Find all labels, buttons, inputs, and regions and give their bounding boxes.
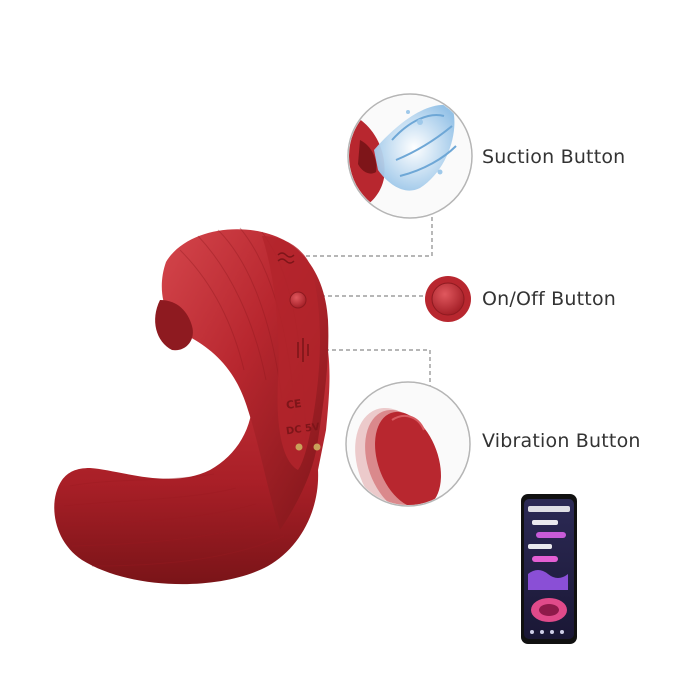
onoff-detail-button: [425, 276, 471, 322]
vibration-leader-line: [318, 349, 431, 386]
suction-leader-line: [292, 216, 433, 257]
ce-marking: CE: [285, 396, 303, 413]
onoff-button-label: On/Off Button: [482, 288, 617, 310]
suction-icon: [277, 252, 295, 264]
charging-pin: [313, 443, 321, 451]
charging-pin: [295, 443, 303, 451]
power-icon: [289, 291, 307, 309]
vibration-icon: [297, 338, 309, 362]
suction-nozzle: [155, 300, 193, 351]
device-body: [54, 227, 330, 585]
phone-app-preview: [521, 494, 577, 644]
suction-detail-circle: [347, 93, 473, 219]
suction-button-label: Suction Button: [482, 146, 626, 168]
vibration-button-label: Vibration Button: [482, 430, 641, 452]
vibration-detail-circle: [345, 381, 471, 507]
control-panel: [262, 236, 320, 470]
